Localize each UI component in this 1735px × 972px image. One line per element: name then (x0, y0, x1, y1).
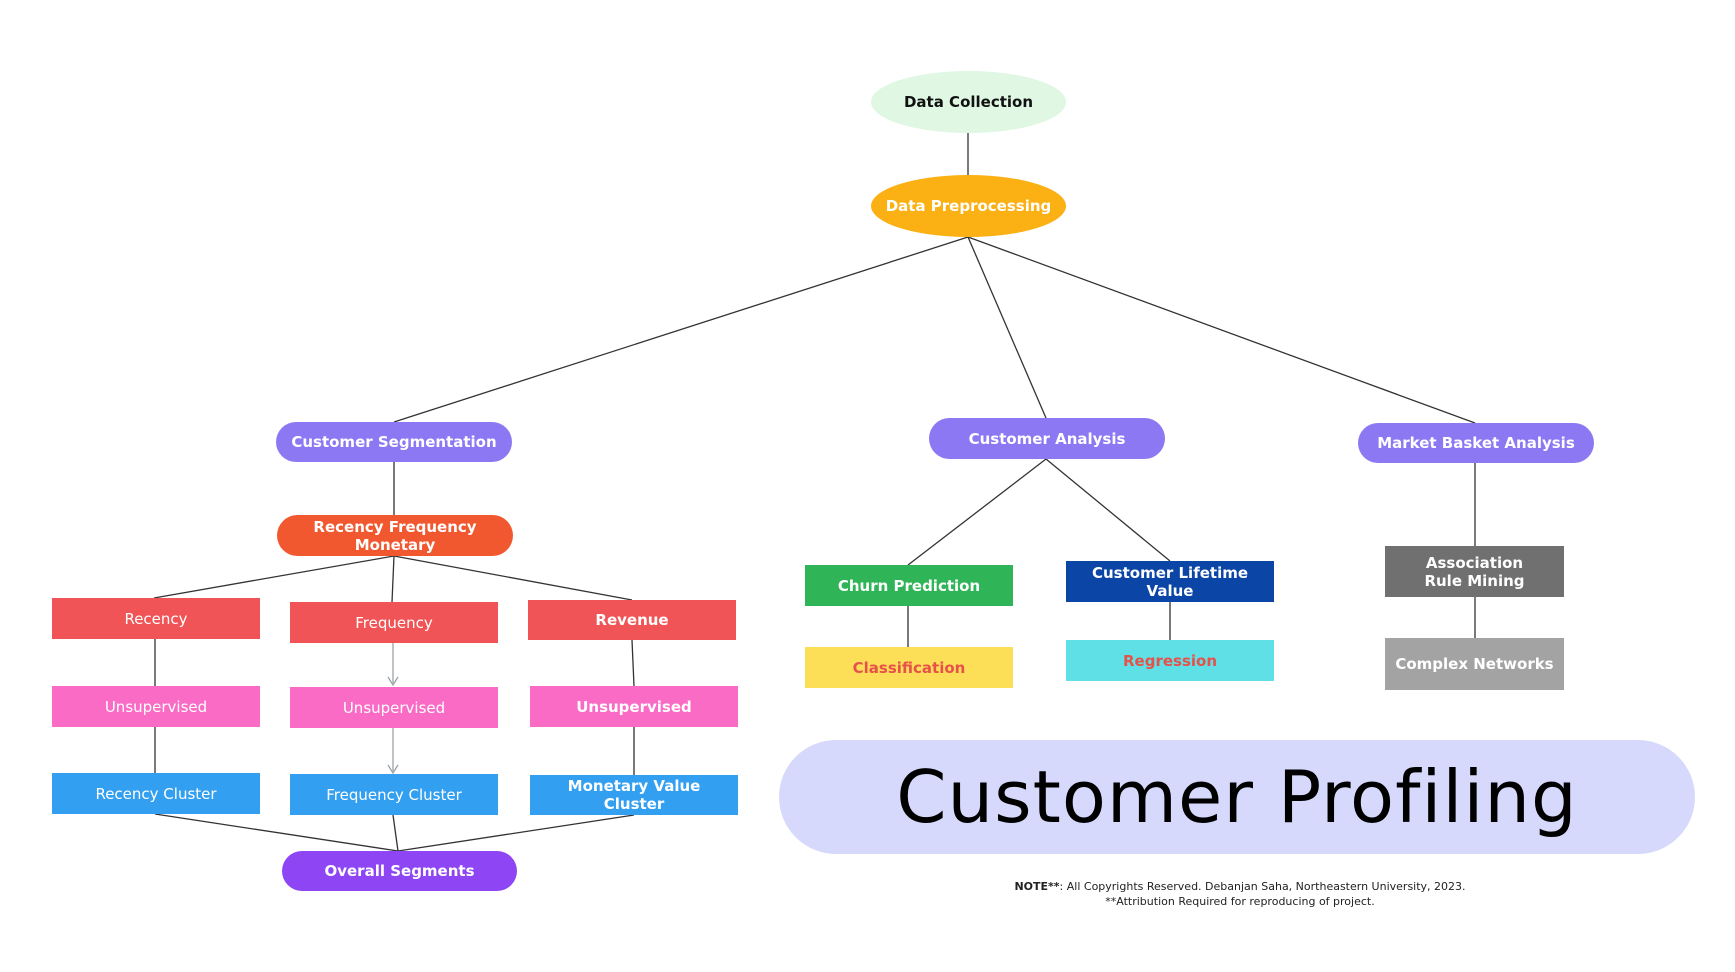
unsupervised-recency-node: Unsupervised (52, 686, 260, 727)
churn-prediction-node: Churn Prediction (805, 565, 1013, 606)
edge-analysis-churn (907, 458, 1047, 566)
edge-rfm-revenue (393, 555, 633, 601)
edge-revenue-unsupervised (631, 639, 635, 687)
arrowhead-frequency-unsupervised (387, 676, 399, 687)
edge-preprocessing-analysis (967, 236, 1047, 419)
edge-analysis-clv (1045, 458, 1171, 562)
recency-cluster-node: Recency Cluster (52, 773, 260, 814)
note-line-1: NOTE**: All Copyrights Reserved. Debanja… (780, 879, 1700, 894)
customer-segmentation-node: Customer Segmentation (276, 422, 512, 462)
edge-frequency-cluster-overall (392, 814, 399, 852)
note-line-1-text: : All Copyrights Reserved. Debanjan Saha… (1059, 880, 1466, 893)
data-preprocessing-node: Data Preprocessing (871, 175, 1066, 237)
title-banner: Customer Profiling (779, 740, 1695, 854)
edge-rfm-recency (153, 555, 395, 599)
unsupervised-frequency-node: Unsupervised (290, 687, 498, 728)
edge-monetary-cluster-overall (397, 814, 635, 852)
edge-preprocessing-segmentation (393, 236, 969, 423)
complex-networks-node: Complex Networks (1385, 638, 1564, 690)
copyright-note: NOTE**: All Copyrights Reserved. Debanja… (780, 879, 1700, 909)
unsupervised-revenue-node: Unsupervised (530, 686, 738, 727)
classification-node: Classification (805, 647, 1013, 688)
monetary-value-cluster-node: Monetary Value Cluster (530, 775, 738, 815)
association-rule-mining-node: Association Rule Mining (1385, 546, 1564, 597)
overall-segments-node: Overall Segments (282, 851, 517, 891)
frequency-node: Frequency (290, 602, 498, 643)
note-line-2: **Attribution Required for reproducing o… (1105, 895, 1375, 908)
rfm-node: Recency Frequency Monetary (277, 515, 513, 556)
page-title: Customer Profiling (896, 755, 1578, 839)
recency-node: Recency (52, 598, 260, 639)
data-collection-node: Data Collection (871, 71, 1066, 133)
customer-analysis-node: Customer Analysis (929, 418, 1165, 459)
arrowhead-unsupervised-frequency-cluster (387, 764, 399, 775)
customer-lifetime-value-node: Customer Lifetime Value (1066, 561, 1274, 602)
note-prefix: NOTE** (1014, 880, 1060, 893)
frequency-cluster-node: Frequency Cluster (290, 774, 498, 815)
edge-recency-cluster-overall (154, 813, 399, 852)
regression-node: Regression (1066, 640, 1274, 681)
revenue-node: Revenue (528, 600, 736, 640)
market-basket-analysis-node: Market Basket Analysis (1358, 423, 1594, 463)
edge-rfm-frequency (391, 555, 395, 603)
edge-preprocessing-market-basket (967, 236, 1476, 424)
